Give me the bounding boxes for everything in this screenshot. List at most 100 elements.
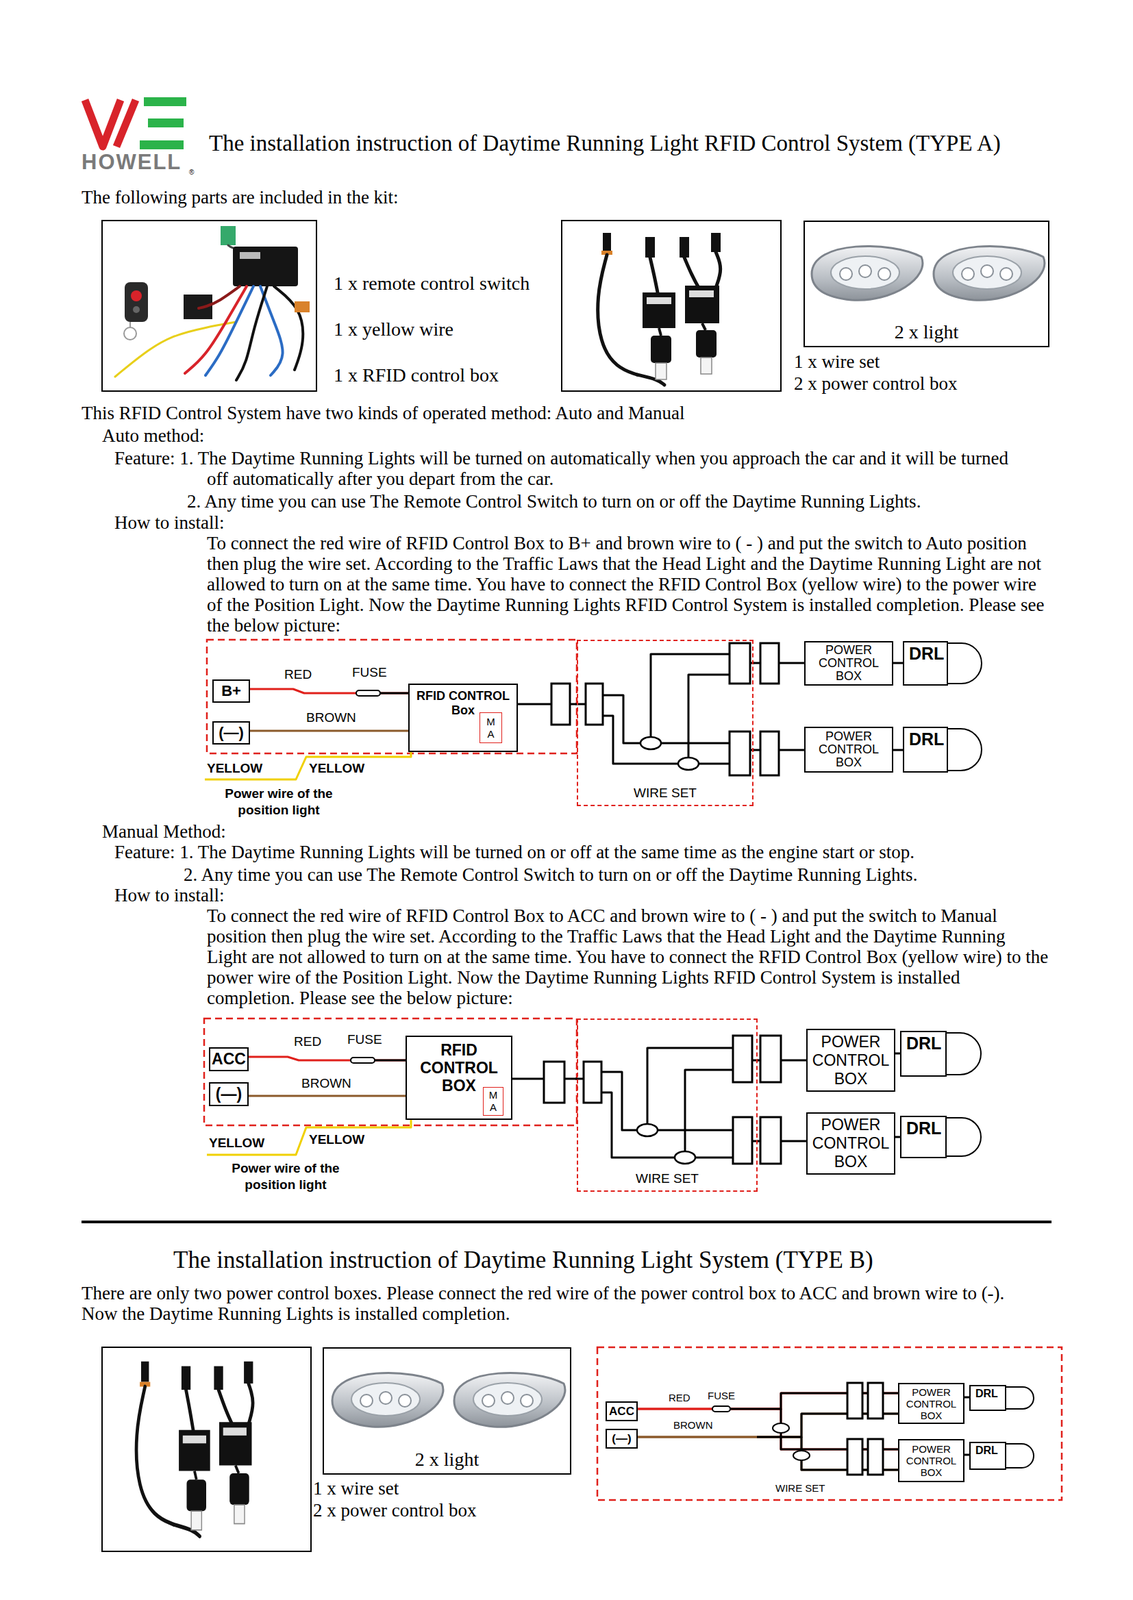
subheading: How to install: bbox=[114, 512, 225, 533]
brand-name: HOWELL bbox=[81, 150, 182, 175]
splitter bbox=[637, 1124, 658, 1137]
terminal-box: ACC bbox=[208, 1047, 249, 1072]
node-text: B+ bbox=[221, 682, 242, 700]
power-control-box: POWER CONTROL BOX bbox=[898, 1383, 965, 1425]
wire bbox=[602, 695, 642, 744]
photo-frame bbox=[561, 220, 781, 392]
lamp-body bbox=[903, 641, 948, 686]
power-control-box: POWER CONTROL BOX bbox=[804, 726, 894, 773]
dashed-region bbox=[204, 1018, 577, 1126]
node-text: DRL bbox=[909, 643, 944, 664]
drl-lamp: DRL bbox=[902, 726, 984, 773]
power-box-photo bbox=[685, 285, 720, 324]
plug-connector bbox=[729, 643, 751, 684]
drl-lamp: DRL bbox=[969, 1441, 1036, 1471]
control-box-photo bbox=[232, 246, 298, 287]
led bbox=[482, 1394, 495, 1408]
led bbox=[858, 265, 872, 278]
sticker bbox=[239, 252, 261, 259]
wire bbox=[647, 1048, 733, 1125]
intro-text: The following parts are included in the … bbox=[81, 187, 399, 208]
plug-connector bbox=[729, 731, 751, 776]
part-name: 1 x wire set bbox=[793, 351, 880, 372]
wire-connector bbox=[248, 1095, 406, 1098]
cable bbox=[248, 1383, 253, 1425]
connector bbox=[220, 226, 236, 246]
lamp-bulb bbox=[947, 643, 982, 684]
light-lens bbox=[952, 256, 1022, 290]
lamp-body bbox=[903, 727, 948, 773]
plug-connector bbox=[760, 643, 779, 684]
cable bbox=[715, 252, 721, 288]
node-text: WIRE SET bbox=[633, 785, 697, 801]
node-text: A bbox=[489, 1101, 497, 1114]
wire-label: YELLOW bbox=[208, 1135, 265, 1151]
kit-photo bbox=[115, 226, 310, 381]
led bbox=[878, 267, 891, 281]
wire-set-photo bbox=[598, 232, 721, 385]
wire bbox=[685, 1069, 733, 1153]
connector bbox=[602, 232, 612, 251]
plug-tip bbox=[191, 1511, 202, 1531]
wire-connector bbox=[893, 749, 903, 752]
power-box-photo bbox=[642, 292, 676, 329]
key-ring bbox=[129, 321, 131, 328]
wire-label: BROWN bbox=[301, 1076, 352, 1092]
plug-tip bbox=[655, 363, 667, 380]
led bbox=[360, 1394, 373, 1408]
wire bbox=[698, 763, 730, 766]
fuse-symbol bbox=[712, 1406, 731, 1412]
power-control-box: POWER CONTROL BOX bbox=[804, 641, 894, 686]
wire bbox=[601, 1092, 676, 1158]
power-control-box: POWER CONTROL BOX bbox=[898, 1439, 965, 1483]
led bbox=[379, 1391, 392, 1405]
node-text: WIRE SET bbox=[635, 1171, 699, 1187]
wire-connector bbox=[250, 730, 409, 733]
node-text: POWER CONTROL BOX bbox=[900, 1386, 962, 1422]
wire-note: Power wire of the position light bbox=[203, 785, 355, 819]
logo bbox=[84, 97, 187, 150]
drl-lamp: DRL bbox=[900, 1030, 983, 1077]
led bbox=[1000, 267, 1013, 281]
node-text: POWER CONTROL BOX bbox=[900, 1443, 962, 1479]
wire bbox=[602, 715, 679, 764]
plug-connector bbox=[760, 1035, 781, 1083]
plug-body bbox=[650, 335, 672, 364]
wire-label: RED bbox=[668, 1391, 691, 1405]
photo-frame: 2 x light bbox=[803, 220, 1050, 348]
wire-set-region: WIRE SET bbox=[576, 1018, 758, 1192]
led bbox=[980, 265, 994, 278]
photo-frame: 2 x light bbox=[322, 1347, 572, 1475]
led bbox=[398, 1394, 412, 1408]
part-name: 2 x power control box bbox=[313, 1500, 477, 1521]
led bbox=[501, 1391, 514, 1405]
terminal-box: B+ bbox=[212, 679, 251, 703]
instruction-text: To connect the red wire of RFID Control … bbox=[206, 905, 1050, 1009]
node-text: (—) bbox=[218, 724, 244, 742]
part-name: 1 x yellow wire bbox=[333, 318, 454, 341]
wire-connector bbox=[250, 689, 409, 694]
plug-connector bbox=[583, 1061, 602, 1103]
part-name: 1 x remote control switch bbox=[333, 272, 530, 295]
page-title: The installation instruction of Daytime … bbox=[208, 130, 1001, 157]
plug-connector bbox=[543, 1061, 565, 1103]
node-text: ACC bbox=[608, 1404, 635, 1418]
plug-connector bbox=[760, 731, 779, 776]
node-text: POWER CONTROL BOX bbox=[808, 1115, 893, 1172]
wire-label: YELLOW bbox=[308, 761, 365, 777]
splitter bbox=[640, 737, 662, 750]
terminal-box: (—) bbox=[212, 721, 251, 745]
wire-connector bbox=[895, 1136, 901, 1139]
plug-connector bbox=[867, 1439, 883, 1475]
wire-connector bbox=[248, 1056, 406, 1061]
wire-note: Power wire of the position light bbox=[210, 1160, 361, 1194]
plug-body bbox=[229, 1473, 250, 1505]
section-title: The installation instruction of Daytime … bbox=[173, 1246, 874, 1275]
node-text: (—) bbox=[215, 1085, 242, 1103]
node-text: DRL bbox=[906, 1033, 942, 1053]
wire bbox=[374, 1059, 407, 1062]
dashed-region bbox=[206, 639, 577, 754]
wire-label: WIRE SET bbox=[775, 1482, 826, 1494]
lamp-bulb bbox=[945, 1032, 981, 1075]
